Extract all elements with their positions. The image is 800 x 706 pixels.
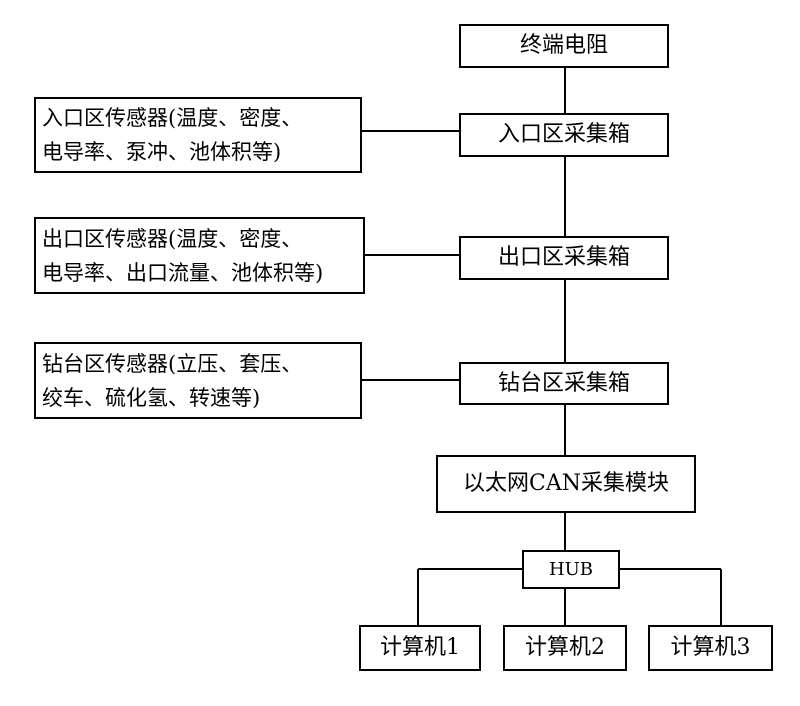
exit-collector-label: 出口区采集箱 — [497, 245, 630, 270]
entry-sensor-line1: 入口区传感器(温度、密度、 — [42, 106, 303, 130]
computer-1-label: 计算机1 — [380, 635, 460, 660]
entry-collector-box: 入口区采集箱 — [459, 113, 669, 157]
drill-sensor-label: 钻台区传感器(立压、套压、 绞车、硫化氢、转速等) — [42, 347, 302, 415]
computer-2-label: 计算机2 — [525, 635, 605, 660]
entry-sensor-label: 入口区传感器(温度、密度、 电导率、泵冲、池体积等) — [42, 101, 302, 169]
exit-sensor-line1: 出口区传感器(温度、密度、 — [42, 226, 303, 251]
ethernet-can-module-box: 以太网CAN采集模块 — [436, 455, 696, 513]
hub-box: HUB — [522, 550, 620, 589]
exit-collector-box: 出口区采集箱 — [459, 236, 669, 280]
computer-2-box: 计算机2 — [503, 625, 627, 671]
terminator-label: 终端电阻 — [519, 33, 608, 58]
entry-sensor-line2: 电导率、泵冲、池体积等) — [42, 140, 282, 164]
terminator-box: 终端电阻 — [459, 24, 669, 68]
computer-3-box: 计算机3 — [648, 625, 773, 671]
drill-sensor-line1: 钻台区传感器(立压、套压、 — [42, 351, 303, 376]
hub-label: HUB — [548, 558, 594, 580]
entry-collector-label: 入口区采集箱 — [497, 122, 630, 147]
drill-collector-box: 钻台区采集箱 — [459, 362, 669, 405]
computer-1-box: 计算机1 — [359, 625, 481, 671]
drill-collector-label: 钻台区采集箱 — [497, 370, 630, 396]
exit-sensor-label: 出口区传感器(温度、密度、 电导率、出口流量、池体积等) — [42, 222, 323, 290]
ethernet-can-module-label: 以太网CAN采集模块 — [463, 471, 669, 496]
drill-sensor-line2: 绞车、硫化氢、转速等) — [42, 385, 261, 410]
computer-3-label: 计算机3 — [670, 635, 751, 660]
exit-sensor-line2: 电导率、出口流量、池体积等) — [42, 260, 324, 285]
exit-sensor-box: 出口区传感器(温度、密度、 电导率、出口流量、池体积等) — [34, 217, 365, 294]
entry-sensor-box: 入口区传感器(温度、密度、 电导率、泵冲、池体积等) — [34, 97, 362, 173]
drill-sensor-box: 钻台区传感器(立压、套压、 绞车、硫化氢、转速等) — [34, 342, 362, 419]
